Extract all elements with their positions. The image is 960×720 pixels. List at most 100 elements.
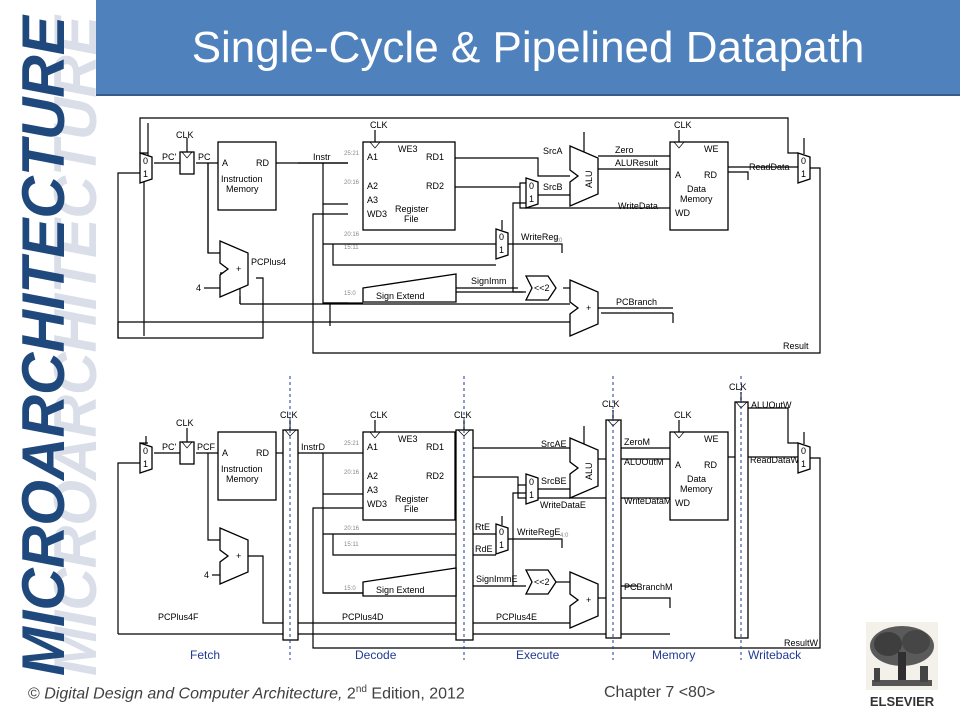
edition-year: Edition, 2012 xyxy=(371,685,465,703)
single-cycle-wires xyxy=(117,117,821,354)
footer-citation: © Digital Design and Computer Architectu… xyxy=(28,684,465,703)
sc-rf-clk: CLK xyxy=(370,120,388,130)
sc-rf-rd1: RD1 xyxy=(426,152,444,162)
sc-imem-rd: RD xyxy=(256,158,269,168)
sidebar-graphic: MICROARCHITECTURE MICROARCHITECTURE xyxy=(10,14,109,676)
pipe-wrmux-1: 1 xyxy=(499,540,504,550)
pipe-pc-register: CLK PC' PCF xyxy=(162,418,216,465)
pipe-rf-rd2: RD2 xyxy=(426,471,444,481)
sc-four: 4 xyxy=(196,283,201,293)
sc-dmem-name1: Data xyxy=(687,184,706,194)
sc-rf-name2: File xyxy=(404,214,419,224)
pipe-readdataw: ReadDataW xyxy=(750,455,800,465)
pipe-rf-name1: Register xyxy=(395,494,429,504)
sc-pcplus4-adder: + 4 xyxy=(196,240,249,298)
pipe-imem-a: A xyxy=(222,448,228,458)
sc-b2016: 20:16 xyxy=(344,180,360,186)
pipe-writerege: WriteRegE xyxy=(517,527,560,537)
pipe-pcf: PCF xyxy=(197,442,216,452)
sc-readdata: ReadData xyxy=(749,162,790,172)
pipe-dmem-name1: Data xyxy=(687,474,706,484)
sc-writereg: WriteReg xyxy=(521,232,558,242)
pipe-rf-wd3: WD3 xyxy=(367,499,387,509)
pipe-srcbmux-0: 0 xyxy=(529,477,534,487)
pipe-de-clk: CLK xyxy=(454,410,472,420)
pipe-branch-plus: + xyxy=(586,595,591,605)
pipe-rf-name2: File xyxy=(404,504,419,514)
sc-b150: 15:0 xyxy=(344,291,356,297)
pipe-shift-left: <<2 xyxy=(524,569,557,595)
pipe-resultw: ResultW xyxy=(784,638,819,648)
sc-b2521: 25:21 xyxy=(344,151,360,157)
pipe-pcplus4f: PCPlus4F xyxy=(158,612,199,622)
sc-rf-wd3: WD3 xyxy=(367,209,387,219)
pipe-srcbe: SrcBE xyxy=(541,476,567,486)
sc-dmem-clk: CLK xyxy=(674,120,692,130)
sc-rf-a1: A1 xyxy=(367,152,378,162)
stage-execute: Execute xyxy=(516,648,560,662)
pipe-wires xyxy=(117,407,821,649)
sc-imem-name2: Memory xyxy=(226,184,259,194)
tree-logo-icon: ELSEVIER xyxy=(866,622,938,709)
stage-memory: Memory xyxy=(652,648,695,662)
pipe-data-memory: CLK WE A RD WD Data Memory xyxy=(669,410,729,521)
pipe-b1511: 15:11 xyxy=(344,542,359,548)
pipelined-datapath: 0 1 CLK PC' PCF A RD Instruction Memory … xyxy=(117,382,821,649)
sc-aluresult: ALUResult xyxy=(615,158,659,168)
pipe-rf-we3: WE3 xyxy=(398,434,418,444)
pipe-rde: RdE xyxy=(475,544,493,554)
pipe-dmem-a: A xyxy=(675,460,681,470)
pipe-em-clk: CLK xyxy=(602,399,620,409)
pipe-register-fd: CLK xyxy=(280,410,299,641)
pipe-alu-label: ALU xyxy=(584,462,594,480)
pipe-rf-a1: A1 xyxy=(367,442,378,452)
pipe-result-mux: 0 1 xyxy=(797,432,811,474)
sc-resmux-0: 0 xyxy=(801,156,806,166)
sc-result: Result xyxy=(783,341,809,351)
pipe-b2521: 25:21 xyxy=(344,441,360,447)
pipe-zerom: ZeroM xyxy=(624,437,650,447)
sc-pcmux-0: 0 xyxy=(143,156,148,166)
pipe-imem-name2: Memory xyxy=(226,474,259,484)
pipe-instruction-memory: A RD Instruction Memory xyxy=(217,431,277,501)
pipe-pc-mux: 0 1 xyxy=(139,436,153,474)
sc-dmem-we: WE xyxy=(704,144,719,154)
pipe-dmem-we: WE xyxy=(704,434,719,444)
pipe-dmem-name2: Memory xyxy=(680,484,713,494)
sc-signimm: SignImm xyxy=(471,276,507,286)
sc-resmux-1: 1 xyxy=(801,169,806,179)
pipe-pc-prime: PC' xyxy=(162,442,177,452)
pipe-b2016: 20:16 xyxy=(344,470,360,476)
sc-srcb: SrcB xyxy=(543,182,563,192)
sc-srcbmux-0: 0 xyxy=(529,181,534,191)
sc-register-file: CLK WE3 A1 A2 A3 WD3 RD1 RD2 Register Fi… xyxy=(362,120,456,231)
sc-srca: SrcA xyxy=(543,146,563,156)
sc-rf-we3: WE3 xyxy=(398,144,418,154)
pipe-writerege-bits: 4:0 xyxy=(560,533,569,539)
sc-dmem-wd: WD xyxy=(675,208,690,218)
sc-alu: ALU xyxy=(569,132,599,207)
sc-branch-plus: + xyxy=(586,303,591,313)
pipe-b2016b: 20:16 xyxy=(344,526,360,532)
sc-result-mux: 0 1 xyxy=(797,138,811,184)
sc-sign-extend: Sign Extend xyxy=(362,273,457,303)
sc-writereg-bits: 4:0 xyxy=(554,238,563,244)
sc-wrmux-0: 0 xyxy=(499,232,504,242)
sc-signext: Sign Extend xyxy=(376,291,425,301)
pipe-imem-rd: RD xyxy=(256,448,269,458)
pipe-rf-rd1: RD1 xyxy=(426,442,444,452)
pipe-writedatam: WriteDataM xyxy=(624,496,671,506)
pipe-pcmux-1: 1 xyxy=(143,459,148,469)
pipe-rte: RtE xyxy=(475,522,490,532)
pipe-register-em: CLK xyxy=(602,399,622,639)
pipe-register-mw: CLK xyxy=(729,382,749,639)
pipe-aluoutw: ALUOutW xyxy=(751,400,792,410)
pipe-rf-a2: A2 xyxy=(367,471,378,481)
sc-srcb-mux: 0 1 xyxy=(525,177,539,209)
pipe-branch-adder: + xyxy=(569,571,599,629)
pipe-srcb-mux: 0 1 xyxy=(525,473,539,505)
sc-zero: Zero xyxy=(615,145,634,155)
sc-shift: <<2 xyxy=(534,283,550,293)
datapath-diagrams: .w { stroke: #000; stroke-width: 1.2; fi… xyxy=(108,108,848,678)
stage-decode: Decode xyxy=(355,648,397,662)
